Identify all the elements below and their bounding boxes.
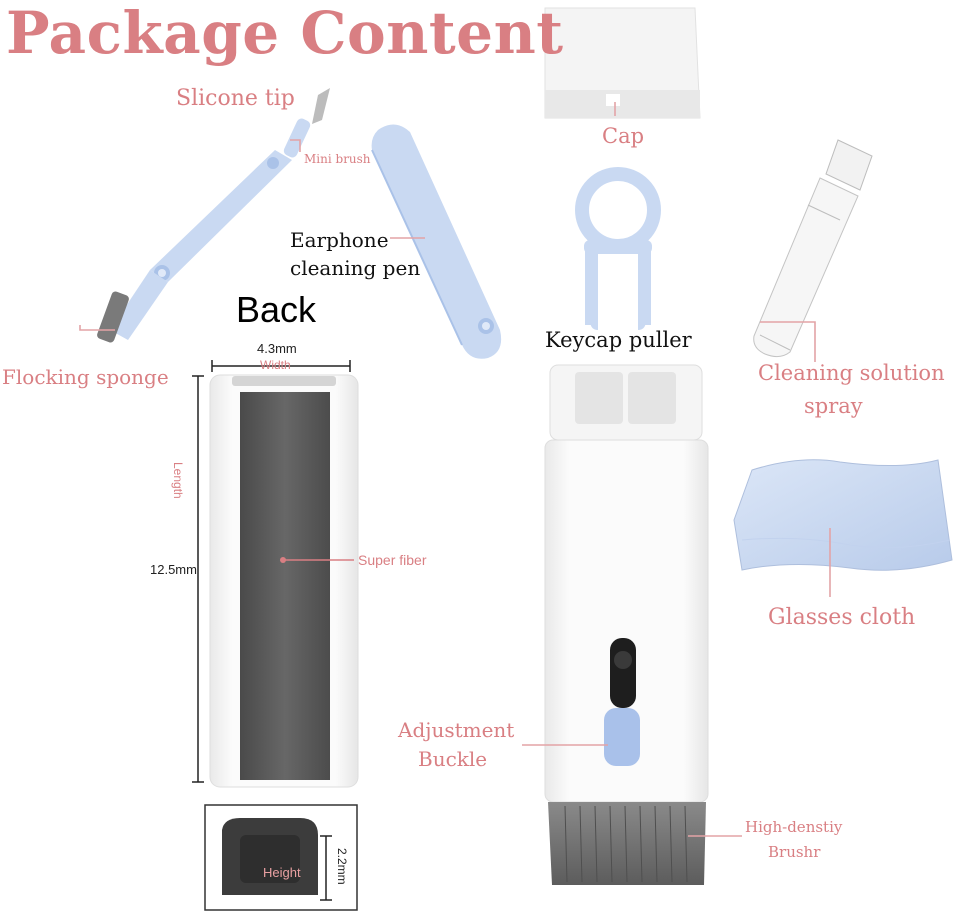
- cap-label: Cap: [602, 124, 645, 148]
- spray-bottle-icon: [753, 139, 873, 358]
- brush-label-line1: High-denstiy: [745, 818, 843, 836]
- cleaning-spray-label-line1: Cleaning solution: [758, 361, 945, 385]
- cleaner-back-icon: [192, 360, 359, 788]
- glasses-cloth-icon: [733, 459, 953, 571]
- length-label: Length: [171, 462, 185, 499]
- brush-label-line2: Brushr: [768, 843, 821, 861]
- cap-icon: [544, 7, 701, 119]
- keycap-puller-label: Keycap puller: [545, 328, 692, 352]
- keycap-puller-icon: [575, 167, 661, 330]
- page-title: Package Content: [6, 0, 564, 67]
- glasses-cloth-label: Glasses cloth: [768, 605, 916, 630]
- earphone-pen-label-line2: cleaning pen: [290, 256, 421, 280]
- width-label: Width: [260, 358, 291, 372]
- height-inset-icon: [204, 804, 358, 911]
- height-label: Height: [263, 865, 301, 880]
- adjustment-buckle-label-line2: Buckle: [418, 747, 488, 771]
- super-fiber-label: Super fiber: [358, 552, 427, 568]
- flocking-sponge-label: Flocking sponge: [2, 365, 169, 389]
- callout-lines: [79, 102, 831, 837]
- cleaner-front-icon: [544, 364, 709, 885]
- silicone-tip-label: Slicone tip: [176, 86, 295, 111]
- adjustment-buckle-label-line1: Adjustment: [398, 718, 515, 742]
- back-heading: Back: [236, 289, 317, 330]
- height-value: 2.2mm: [335, 848, 349, 885]
- cleaning-spray-label-line2: spray: [804, 394, 863, 418]
- length-value: 12.5mm: [150, 562, 197, 577]
- earphone-pen-closed-icon: [371, 124, 502, 359]
- width-value: 4.3mm: [257, 341, 297, 356]
- mini-brush-label: Mini brush: [304, 152, 371, 166]
- earphone-pen-label-line1: Earphone: [290, 228, 389, 252]
